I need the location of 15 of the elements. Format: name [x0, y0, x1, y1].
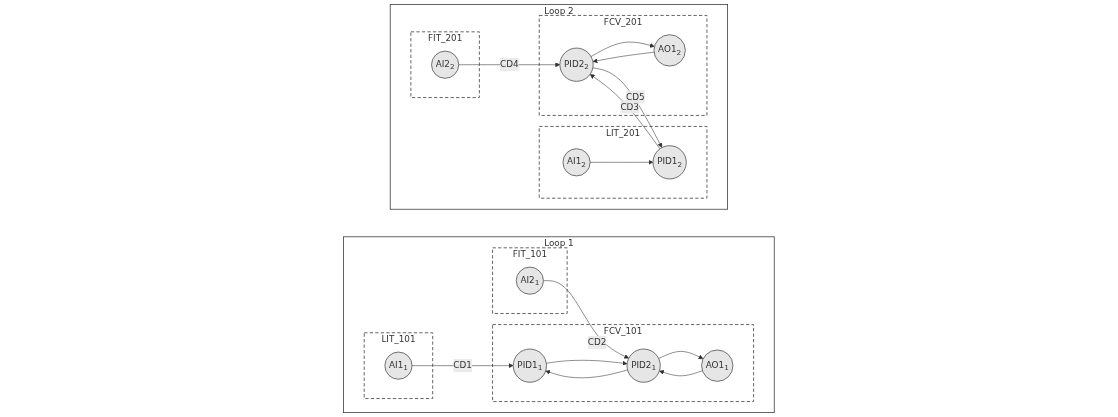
node-circle: AO1$_{1}$ [701, 349, 734, 382]
node-circle: AI2$_{2}$ [431, 50, 460, 79]
edge-label: CD2 [587, 337, 607, 348]
node-circle: PID2$_{2}$ [559, 47, 594, 82]
edge-label: CD5 [626, 91, 645, 102]
edge-label: CD3 [620, 101, 640, 112]
node-circle: AI1$_{1}$ [384, 351, 413, 380]
node-circle: PID1$_{2}$ [652, 145, 687, 180]
node-circle: AO1$_{2}$ [653, 34, 686, 67]
node-circle: AI1$_{2}$ [562, 148, 591, 177]
node-circle: PID2$_{1}$ [626, 348, 661, 383]
edge-label: CD1 [453, 360, 473, 371]
node-circle: AI2$_{1}$ [515, 266, 544, 295]
node-circle: PID1$_{1}$ [512, 348, 547, 383]
edge-label: CD4 [500, 59, 519, 70]
